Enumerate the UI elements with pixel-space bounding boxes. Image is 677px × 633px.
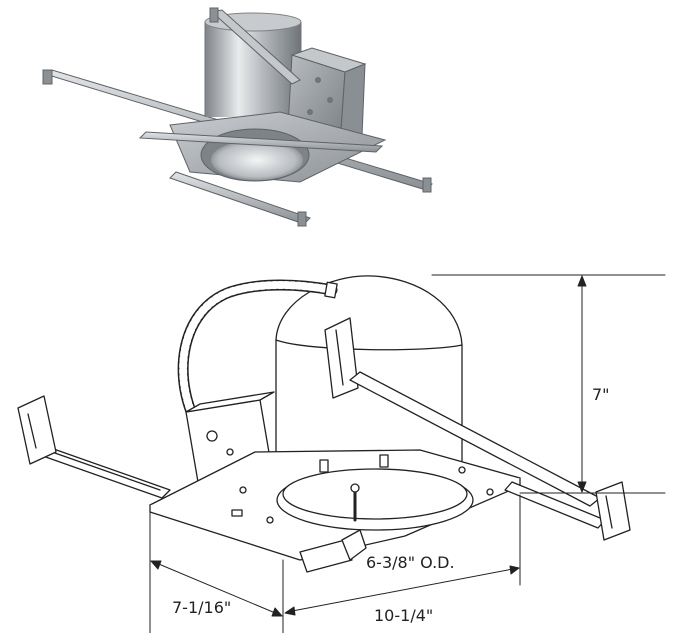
dimension-depth (149, 509, 284, 633)
hanger-bar-front (138, 131, 384, 227)
depth-dimension-label: 7-1/16" (172, 598, 232, 617)
front-bracket (299, 529, 367, 573)
strap-top (209, 7, 301, 85)
length-dimension-label: 10-1/4" (374, 606, 434, 625)
dimension-length (284, 494, 521, 616)
height-dimension-label: 7" (592, 385, 610, 404)
flex-conduit (177, 279, 338, 436)
housing-outline (275, 275, 463, 471)
hanger-bar-left (17, 395, 171, 499)
outer-diameter-label: 6-3/8" O.D. (366, 553, 455, 572)
dimension-height (431, 274, 666, 494)
